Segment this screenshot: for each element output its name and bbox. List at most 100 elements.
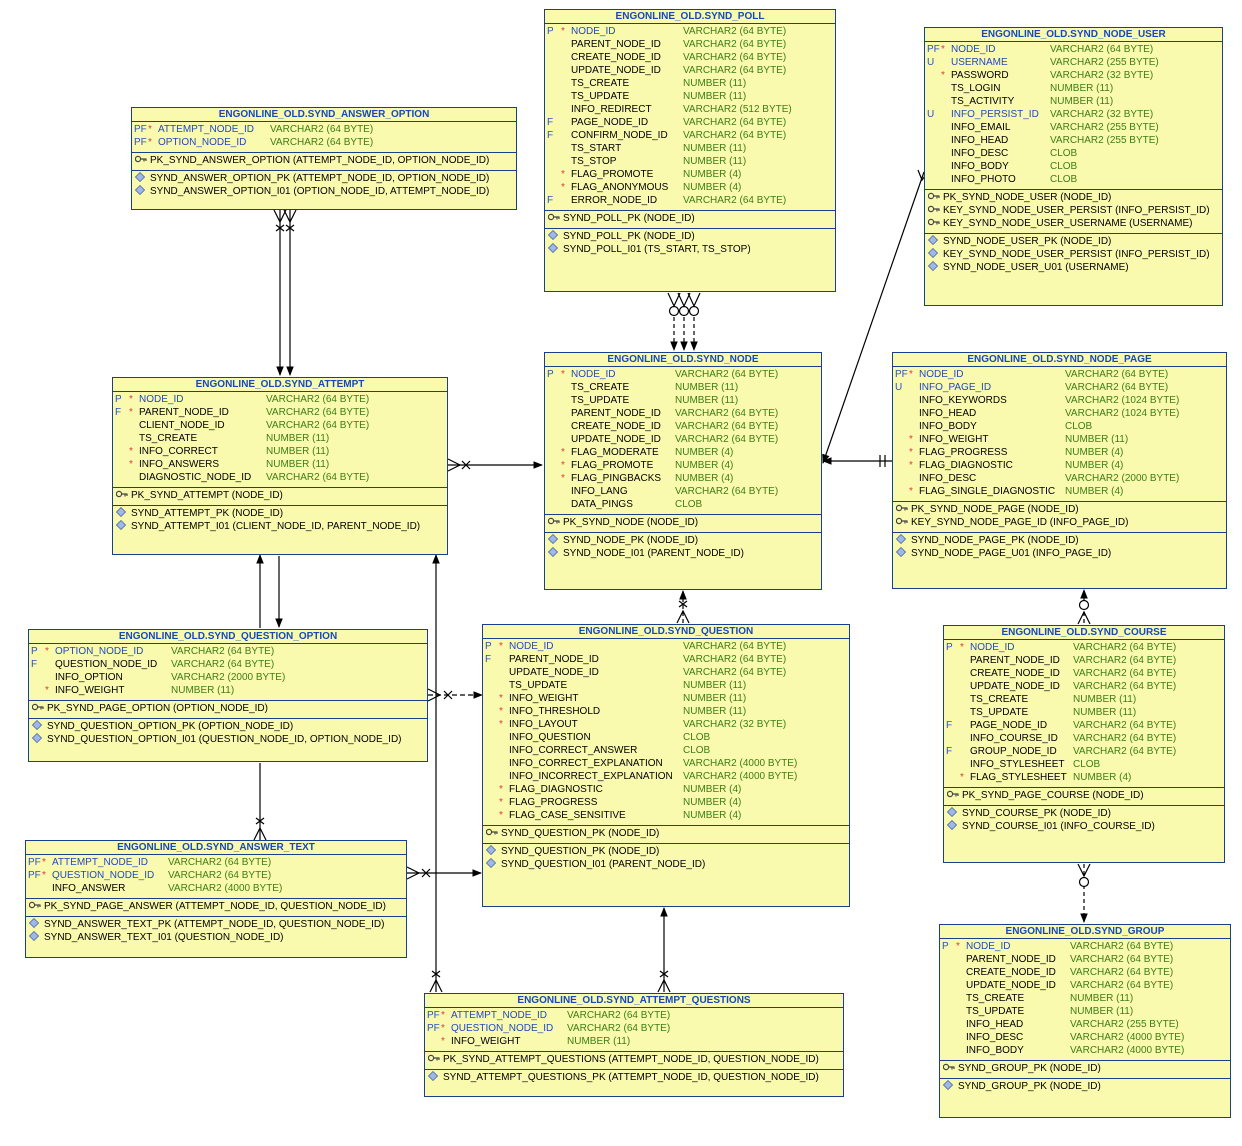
index-row[interactable]: SYND_GROUP_PK (NODE_ID): [940, 1079, 1230, 1093]
index-row[interactable]: SYND_ATTEMPT_PK (NODE_ID): [113, 506, 447, 520]
index-row[interactable]: SYND_NODE_USER_PK (NODE_ID): [925, 234, 1222, 248]
index-row[interactable]: SYND_NODE_USER_U01 (USERNAME): [925, 260, 1222, 274]
index-row[interactable]: SYND_QUESTION_I01 (PARENT_NODE_ID): [483, 857, 849, 871]
index-row[interactable]: SYND_ATTEMPT_QUESTIONS_PK (ATTEMPT_NODE_…: [425, 1070, 843, 1084]
index-row[interactable]: SYND_ANSWER_OPTION_PK (ATTEMPT_NODE_ID, …: [132, 171, 516, 185]
index-row[interactable]: SYND_QUESTION_OPTION_I01 (QUESTION_NODE_…: [29, 732, 427, 746]
constraint-row[interactable]: SYND_GROUP_PK (NODE_ID): [940, 1062, 1230, 1075]
constraint-row[interactable]: KEY_SYND_NODE_USER_PERSIST (INFO_PERSIST…: [925, 204, 1222, 217]
index-row[interactable]: KEY_SYND_NODE_USER_PERSIST (INFO_PERSIST…: [925, 247, 1222, 261]
constraint-row[interactable]: PK_SYND_PAGE_OPTION (OPTION_NODE_ID): [29, 702, 427, 715]
constraint-row[interactable]: PK_SYND_ATTEMPT_QUESTIONS (ATTEMPT_NODE_…: [425, 1053, 843, 1066]
index-row[interactable]: SYND_ANSWER_TEXT_I01 (QUESTION_NODE_ID): [26, 930, 406, 944]
constraint-row[interactable]: KEY_SYND_NODE_PAGE_ID (INFO_PAGE_ID): [893, 516, 1226, 529]
index-row[interactable]: SYND_NODE_PAGE_PK (NODE_ID): [893, 533, 1226, 547]
constraint-row[interactable]: PK_SYND_NODE_USER (NODE_ID): [925, 191, 1222, 204]
index-row[interactable]: SYND_POLL_I01 (TS_START, TS_STOP): [545, 242, 835, 256]
constraint-row[interactable]: PK_SYND_PAGE_COURSE (NODE_ID): [944, 789, 1224, 802]
index-row[interactable]: SYND_COURSE_PK (NODE_ID): [944, 806, 1224, 820]
index-row[interactable]: SYND_QUESTION_OPTION_PK (OPTION_NODE_ID): [29, 719, 427, 733]
index-row[interactable]: SYND_NODE_PAGE_U01 (INFO_PAGE_ID): [893, 546, 1226, 560]
index-row[interactable]: SYND_COURSE_I01 (INFO_COURSE_ID): [944, 819, 1224, 833]
constraint-row[interactable]: PK_SYND_ATTEMPT (NODE_ID): [113, 489, 447, 502]
constraint-row[interactable]: PK_SYND_NODE_PAGE (NODE_ID): [893, 503, 1226, 516]
